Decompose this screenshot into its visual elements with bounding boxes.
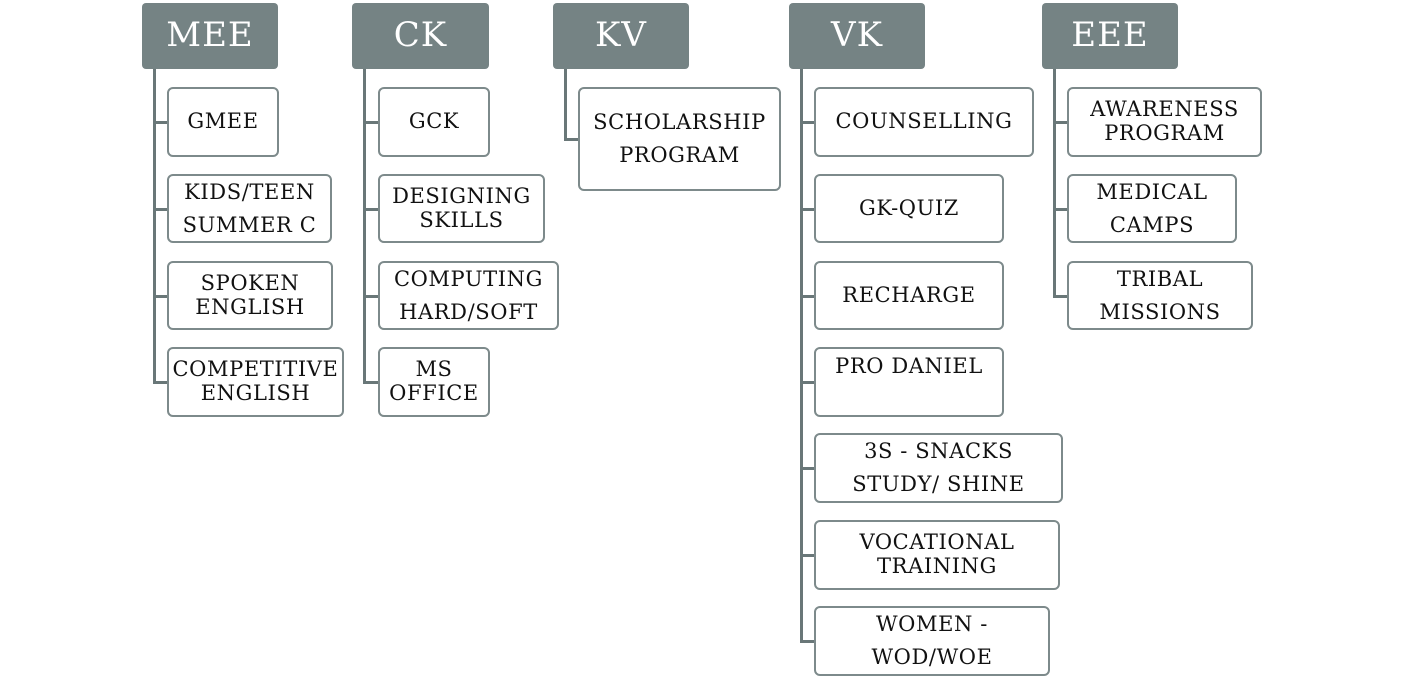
item-label-line: AWARENESS xyxy=(1090,97,1239,122)
eee-item-tribal-missions: TRIBAL MISSIONS xyxy=(1067,261,1253,330)
eee-connector-vertical xyxy=(1053,69,1056,298)
item-label-line: WOMEN - xyxy=(876,612,988,637)
item-label-line: SCHOLARSHIP xyxy=(593,110,766,135)
kv-connector-horizontal xyxy=(564,138,578,141)
item-label-line: KIDS/TEEN xyxy=(184,179,315,204)
item-label-line: STUDY/ SHINE xyxy=(852,472,1025,496)
eee-connector-horizontal xyxy=(1053,294,1067,298)
mee-connector-horizontal xyxy=(153,121,167,124)
item-label-line: TRIBAL xyxy=(1116,266,1204,291)
ck-connector-horizontal xyxy=(363,121,378,124)
vk-item-pro-daniel: PRO DANIEL xyxy=(814,347,1004,417)
eee-connector-horizontal xyxy=(1053,207,1067,211)
item-label-line: SKILLS xyxy=(419,207,504,232)
ck-item-gck: GCK xyxy=(378,87,490,157)
eee-item-medical-camps: MEDICAL CAMPS xyxy=(1067,174,1237,243)
item-label-line: CAMPS xyxy=(1109,212,1195,237)
item-label-line: COUNSELLING xyxy=(835,109,1013,134)
item-label-line: ENGLISH xyxy=(200,381,311,405)
item-label-line: MISSIONS xyxy=(1099,299,1221,324)
item-label-line: 3S - SNACKS xyxy=(864,439,1013,464)
item-label-line: WOD/WOE xyxy=(871,645,993,669)
kv-item-scholarship-program: SCHOLARSHIP PROGRAM xyxy=(578,87,781,191)
mee-connector-horizontal xyxy=(153,207,167,211)
vk-connector-horizontal xyxy=(800,640,814,643)
vk-connector-horizontal xyxy=(800,554,814,557)
eee-connector-horizontal xyxy=(1053,121,1067,124)
vk-connector-horizontal xyxy=(800,207,814,211)
item-label-line: GK-QUIZ xyxy=(858,195,960,220)
header-eee: EEE xyxy=(1042,3,1178,69)
item-label-line: MS xyxy=(415,357,453,382)
mee-connector-horizontal xyxy=(153,381,167,384)
item-label-line: PROGRAM xyxy=(1104,121,1225,145)
item-label-line: RECHARGE xyxy=(842,282,976,307)
item-label-line: OFFICE xyxy=(389,381,479,405)
vk-connector-horizontal xyxy=(800,121,814,124)
vk-connector-vertical xyxy=(800,69,803,643)
item-label-line: TRAINING xyxy=(877,554,997,578)
ck-connector-horizontal xyxy=(363,381,378,384)
item-label-line: MEDICAL xyxy=(1096,179,1208,204)
ck-item-computing-hard-soft: COMPUTING HARD/SOFT xyxy=(378,261,559,330)
item-label-line: PROGRAM xyxy=(619,143,740,167)
mee-connector-vertical xyxy=(153,69,156,384)
item-label-line: SPOKEN xyxy=(200,270,300,295)
mee-connector-horizontal xyxy=(153,294,167,298)
vk-item-women-wod-woe: WOMEN - WOD/WOE xyxy=(814,606,1050,676)
kv-connector-vertical xyxy=(564,69,567,141)
mee-item-gmee: GMEE xyxy=(167,87,279,157)
item-label-line: COMPUTING xyxy=(393,266,544,291)
vk-connector-horizontal xyxy=(800,467,814,470)
item-label-line: PRO DANIEL xyxy=(835,354,983,378)
vk-item-3s-snacks-study-shine: 3S - SNACKS STUDY/ SHINE xyxy=(814,433,1063,503)
ck-connector-vertical xyxy=(363,69,366,384)
vk-connector-horizontal xyxy=(800,381,814,384)
header-kv: KV xyxy=(553,3,689,69)
header-mee: MEE xyxy=(142,3,278,69)
mee-item-kids-teen-summer-c: KIDS/TEEN SUMMER C xyxy=(167,174,332,243)
vk-item-recharge: RECHARGE xyxy=(814,261,1004,330)
header-vk: VK xyxy=(789,3,925,69)
item-label-line: HARD/SOFT xyxy=(399,299,538,324)
vk-item-counselling: COUNSELLING xyxy=(814,87,1034,157)
vk-connector-horizontal xyxy=(800,294,814,298)
item-label-line: ENGLISH xyxy=(195,294,305,319)
item-label-line: GCK xyxy=(408,109,460,134)
header-ck: CK xyxy=(352,3,489,69)
item-label-line: VOCATIONAL xyxy=(859,530,1015,555)
item-label-line: DESIGNING xyxy=(392,183,531,208)
item-label-line: COMPETITIVE xyxy=(172,357,339,382)
item-label-line: SUMMER C xyxy=(182,212,317,237)
ck-connector-horizontal xyxy=(363,207,378,211)
vk-item-gk-quiz: GK-QUIZ xyxy=(814,174,1004,243)
ck-connector-horizontal xyxy=(363,294,378,298)
item-label-line: GMEE xyxy=(187,109,259,134)
